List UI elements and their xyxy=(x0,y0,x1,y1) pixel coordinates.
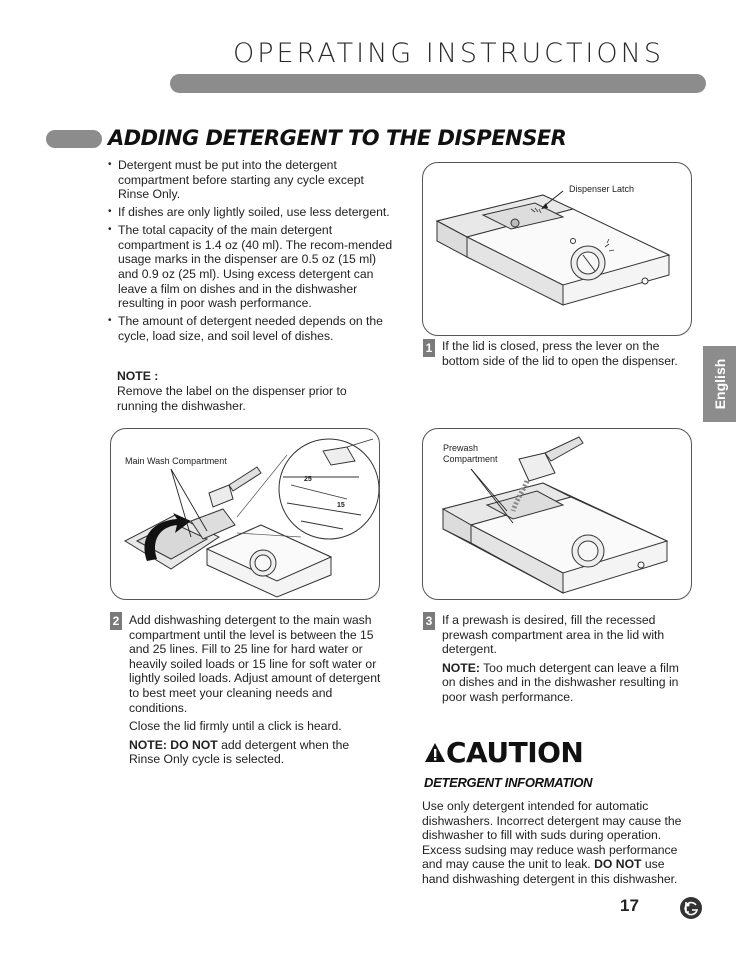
step-2-note-label: NOTE: DO NOT xyxy=(129,737,218,752)
lg-logo-graphic xyxy=(680,897,702,919)
step-number-2: 2 xyxy=(110,612,122,630)
note-label: NOTE : xyxy=(117,369,159,383)
caution-body-start: Use only detergent intended for automati… xyxy=(422,799,682,872)
warning-icon xyxy=(425,742,445,762)
section-pill xyxy=(46,130,102,148)
step-3-note-text: Too much detergent can leave a film on d… xyxy=(442,660,679,704)
page-header-title: OPERATING INSTRUCTIONS xyxy=(232,38,664,69)
step-3-note-label: NOTE: xyxy=(442,660,480,675)
bullet-item: If dishes are only lightly soiled, use l… xyxy=(108,205,393,220)
dispenser-closed-illustration xyxy=(435,190,671,306)
step-2-note-text: add detergent when the Rinse Only cycle … xyxy=(129,737,350,767)
step-number-3: 3 xyxy=(423,612,435,630)
section-title: ADDING DETERGENT TO THE DISPENSER xyxy=(108,126,567,150)
prewash-illustration xyxy=(441,436,669,594)
step-3-paragraph: If a prewash is desired, fill the recess… xyxy=(442,613,665,657)
caution-body-end: use hand dishwashing detergent in this d… xyxy=(422,857,678,886)
mark-15: 15 xyxy=(337,502,345,509)
step-1-paragraph: If the lid is closed, press the lever on… xyxy=(442,339,678,368)
caution-heading: CAUTION xyxy=(424,736,584,769)
bullet-item: Detergent must be put into the detergent… xyxy=(108,158,393,202)
caution-title: CAUTION xyxy=(446,736,584,769)
figure-prewash-compartment: Prewash Compartment xyxy=(422,428,692,600)
language-tab-label: English xyxy=(711,358,728,410)
prewash-callout-line1: Prewash xyxy=(443,443,479,453)
step-2-note: NOTE: DO NOT add detergent when the Rins… xyxy=(129,738,383,767)
caution-body-bold: DO NOT xyxy=(594,857,642,872)
language-tab: English xyxy=(703,346,736,422)
note-text: Remove the label on the dispenser prior … xyxy=(117,384,347,413)
step-2-paragraph: Add dishwashing detergent to the main wa… xyxy=(129,613,381,715)
bullet-item: The amount of detergent needed depends o… xyxy=(108,314,393,343)
caution-body: Use only detergent intended for automati… xyxy=(422,799,692,887)
note-block: NOTE : Remove the label on the dispenser… xyxy=(117,369,387,414)
lg-logo-icon xyxy=(680,897,702,919)
figure-main-wash-compartment: 25 15 Main Wash Compartment xyxy=(110,428,380,600)
header-bar xyxy=(170,74,706,93)
figure-dispenser-closed: Dispenser Latch xyxy=(422,162,692,336)
prewash-callout: Prewash Compartment xyxy=(443,443,498,465)
step-2-text: Add dishwashing detergent to the main wa… xyxy=(129,613,383,771)
mark-25: 25 xyxy=(304,476,312,483)
step-1-text: If the lid is closed, press the lever on… xyxy=(442,339,692,372)
step-3-note: NOTE: Too much detergent can leave a fil… xyxy=(442,661,692,705)
step-3-text: If a prewash is desired, fill the recess… xyxy=(442,613,692,709)
main-wash-illustration: 25 15 xyxy=(123,438,379,598)
caution-subtitle: DETERGENT INFORMATION xyxy=(424,775,593,790)
bullet-list: Detergent must be put into the detergent… xyxy=(108,158,393,346)
bullet-item: The total capacity of the main detergent… xyxy=(108,223,393,311)
step-number-1: 1 xyxy=(423,339,435,357)
prewash-callout-line2: Compartment xyxy=(443,454,498,464)
dispenser-latch-callout: Dispenser Latch xyxy=(569,184,635,194)
main-wash-callout: Main Wash Compartment xyxy=(125,456,227,466)
page-header: OPERATING INSTRUCTIONS xyxy=(0,0,736,100)
page-number: 17 xyxy=(620,896,639,915)
step-2-close-text: Close the lid firmly until a click is he… xyxy=(129,719,342,734)
